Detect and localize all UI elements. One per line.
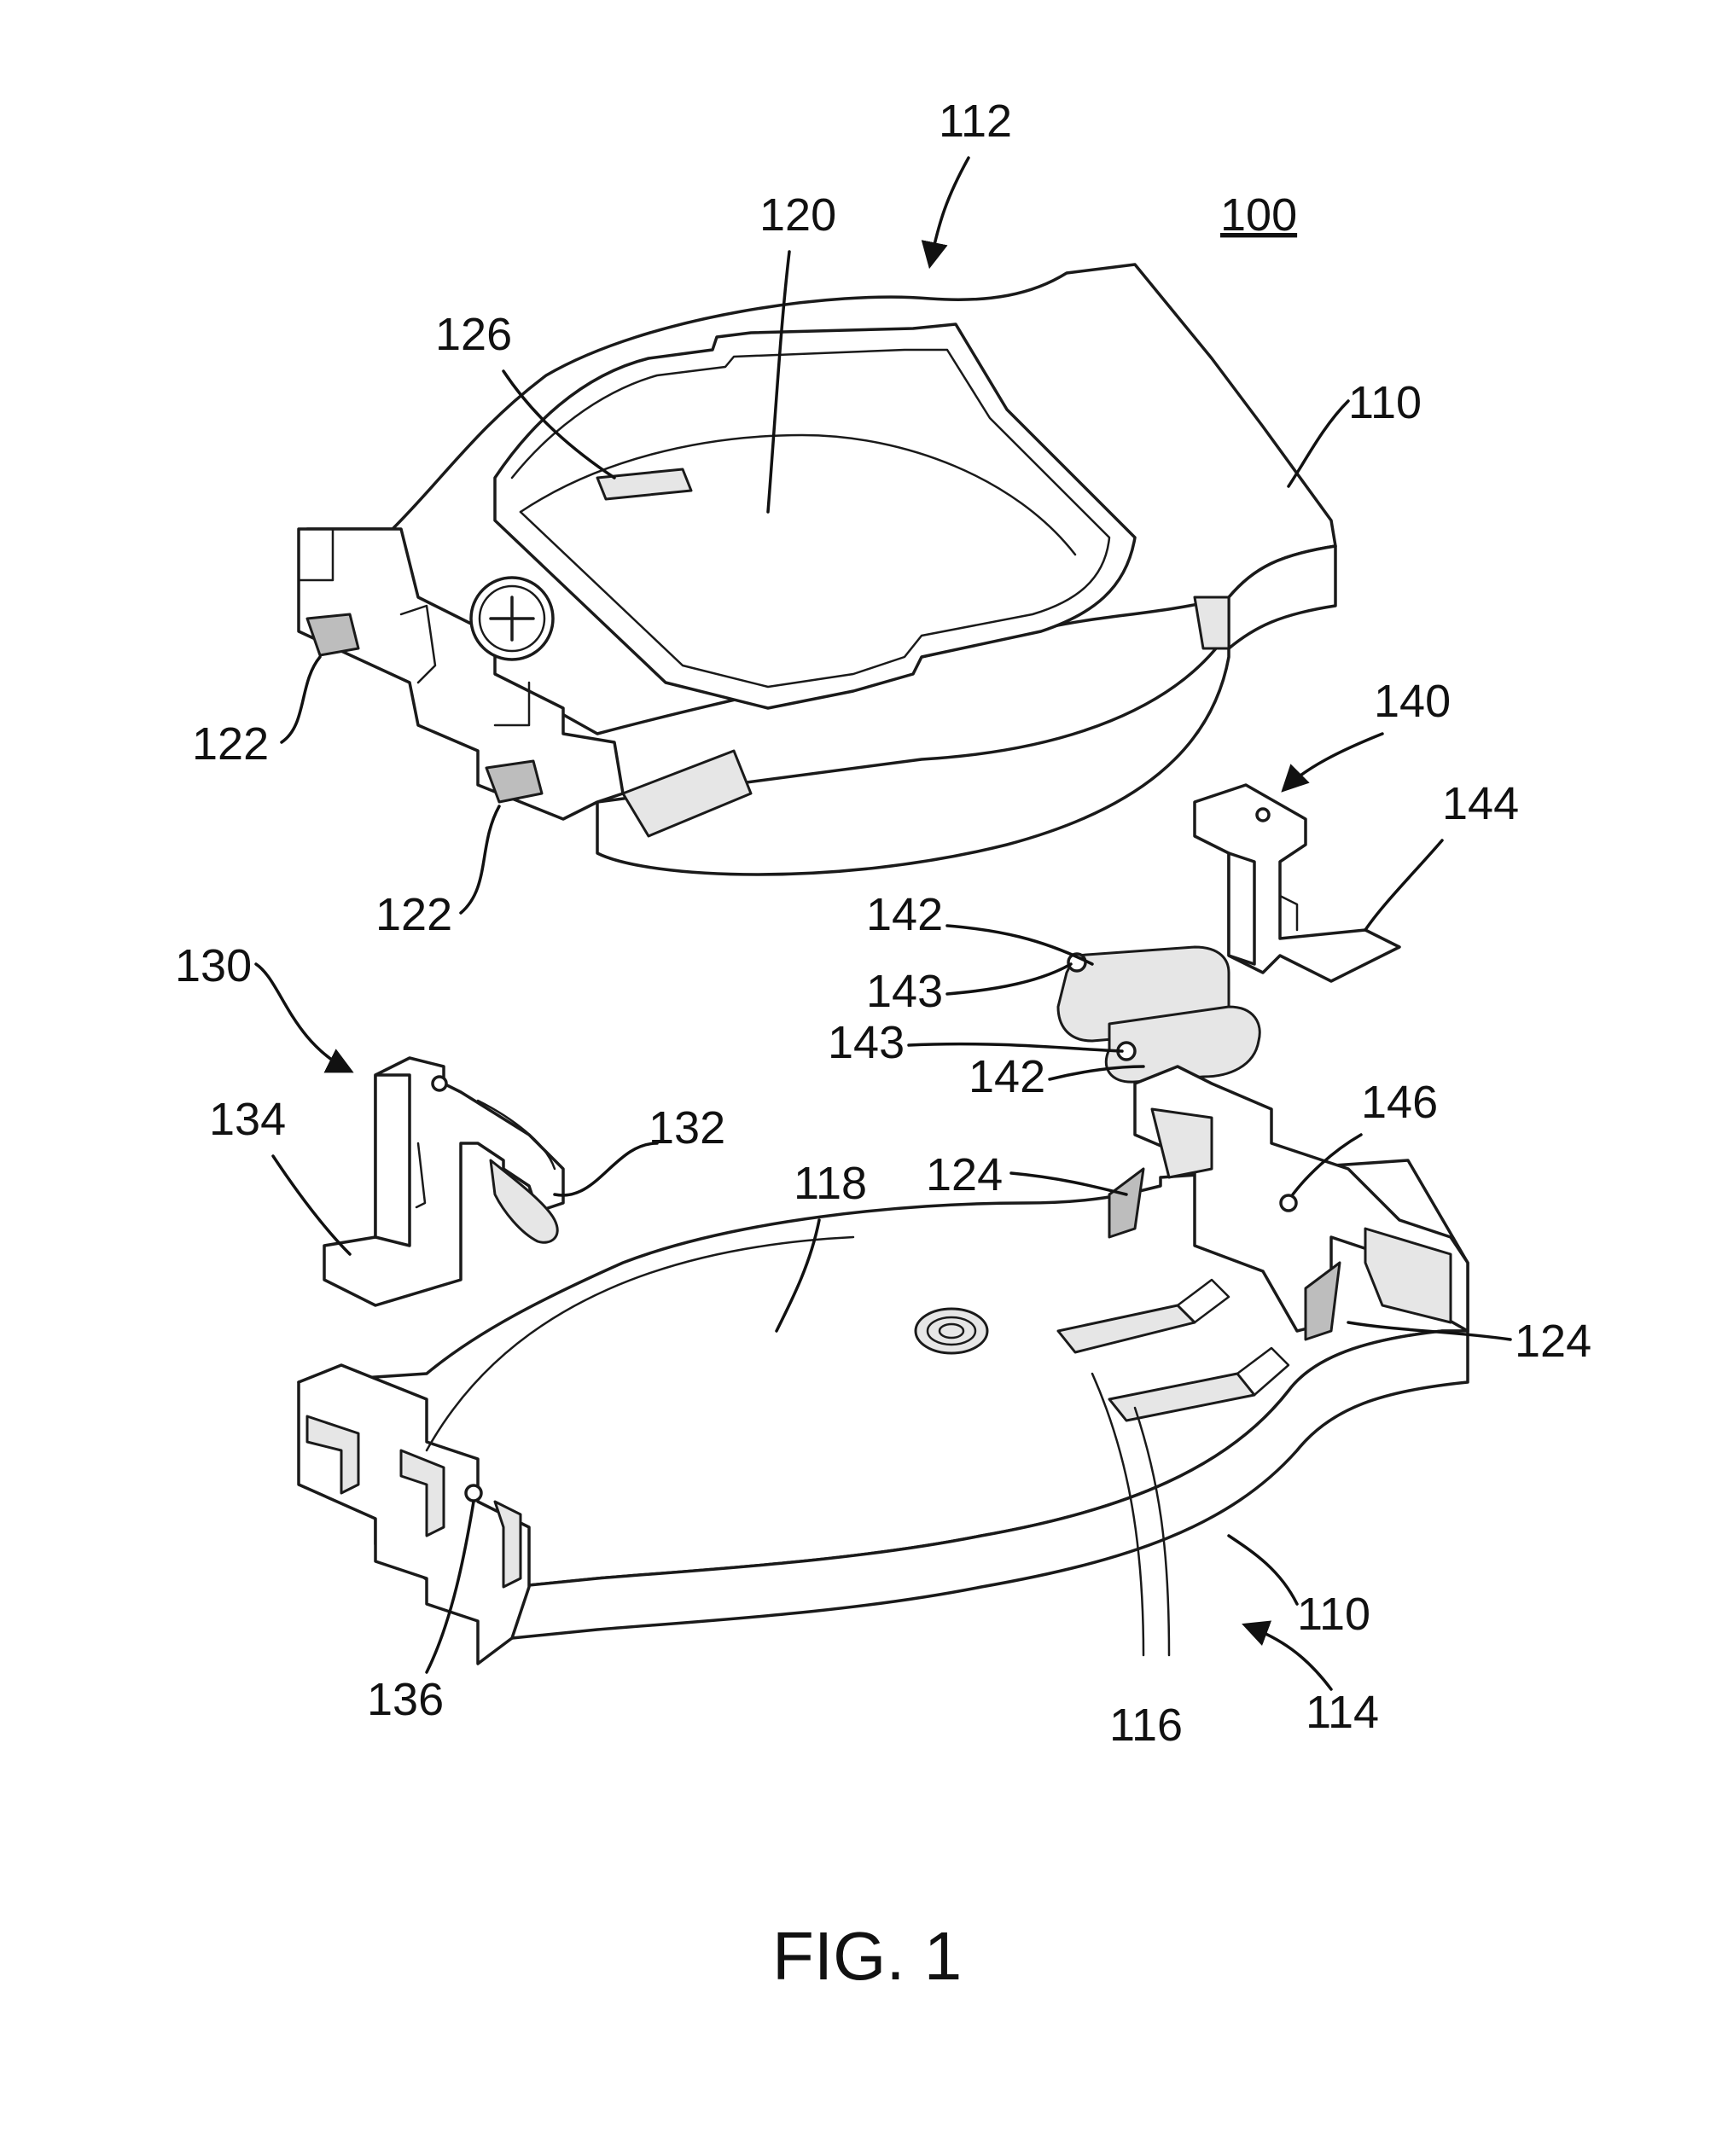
ref-142-b: 142 [969, 1051, 1045, 1102]
ref-143-b: 143 [828, 1017, 905, 1068]
contact-130 [324, 1058, 563, 1305]
ref-110-top: 110 [1348, 377, 1422, 428]
figure-caption: FIG. 1 [772, 1918, 962, 1994]
ref-122-a: 122 [192, 718, 269, 770]
ref-143-a: 143 [866, 966, 943, 1017]
ref-132: 132 [649, 1102, 725, 1154]
ref-112: 112 [939, 96, 1012, 147]
ref-134: 134 [209, 1094, 286, 1145]
ref-118: 118 [794, 1158, 867, 1209]
ref-126: 126 [435, 309, 512, 360]
ref-114: 114 [1306, 1687, 1379, 1738]
ref-100: 100 [1220, 189, 1297, 241]
ref-124-b: 124 [1515, 1316, 1591, 1367]
ref-140: 140 [1374, 676, 1451, 727]
bottom-base [299, 1066, 1468, 1664]
ref-124-a: 124 [926, 1149, 1003, 1200]
ref-120: 120 [759, 189, 836, 241]
ref-116: 116 [1109, 1700, 1183, 1751]
ref-130: 130 [175, 940, 252, 991]
contact-140 [1058, 785, 1399, 1082]
ref-136: 136 [367, 1674, 444, 1725]
ref-122-b: 122 [375, 889, 452, 940]
ref-146: 146 [1361, 1077, 1438, 1128]
ref-144: 144 [1442, 778, 1519, 829]
ref-110-bottom: 110 [1297, 1589, 1370, 1640]
ref-142-a: 142 [866, 889, 943, 940]
